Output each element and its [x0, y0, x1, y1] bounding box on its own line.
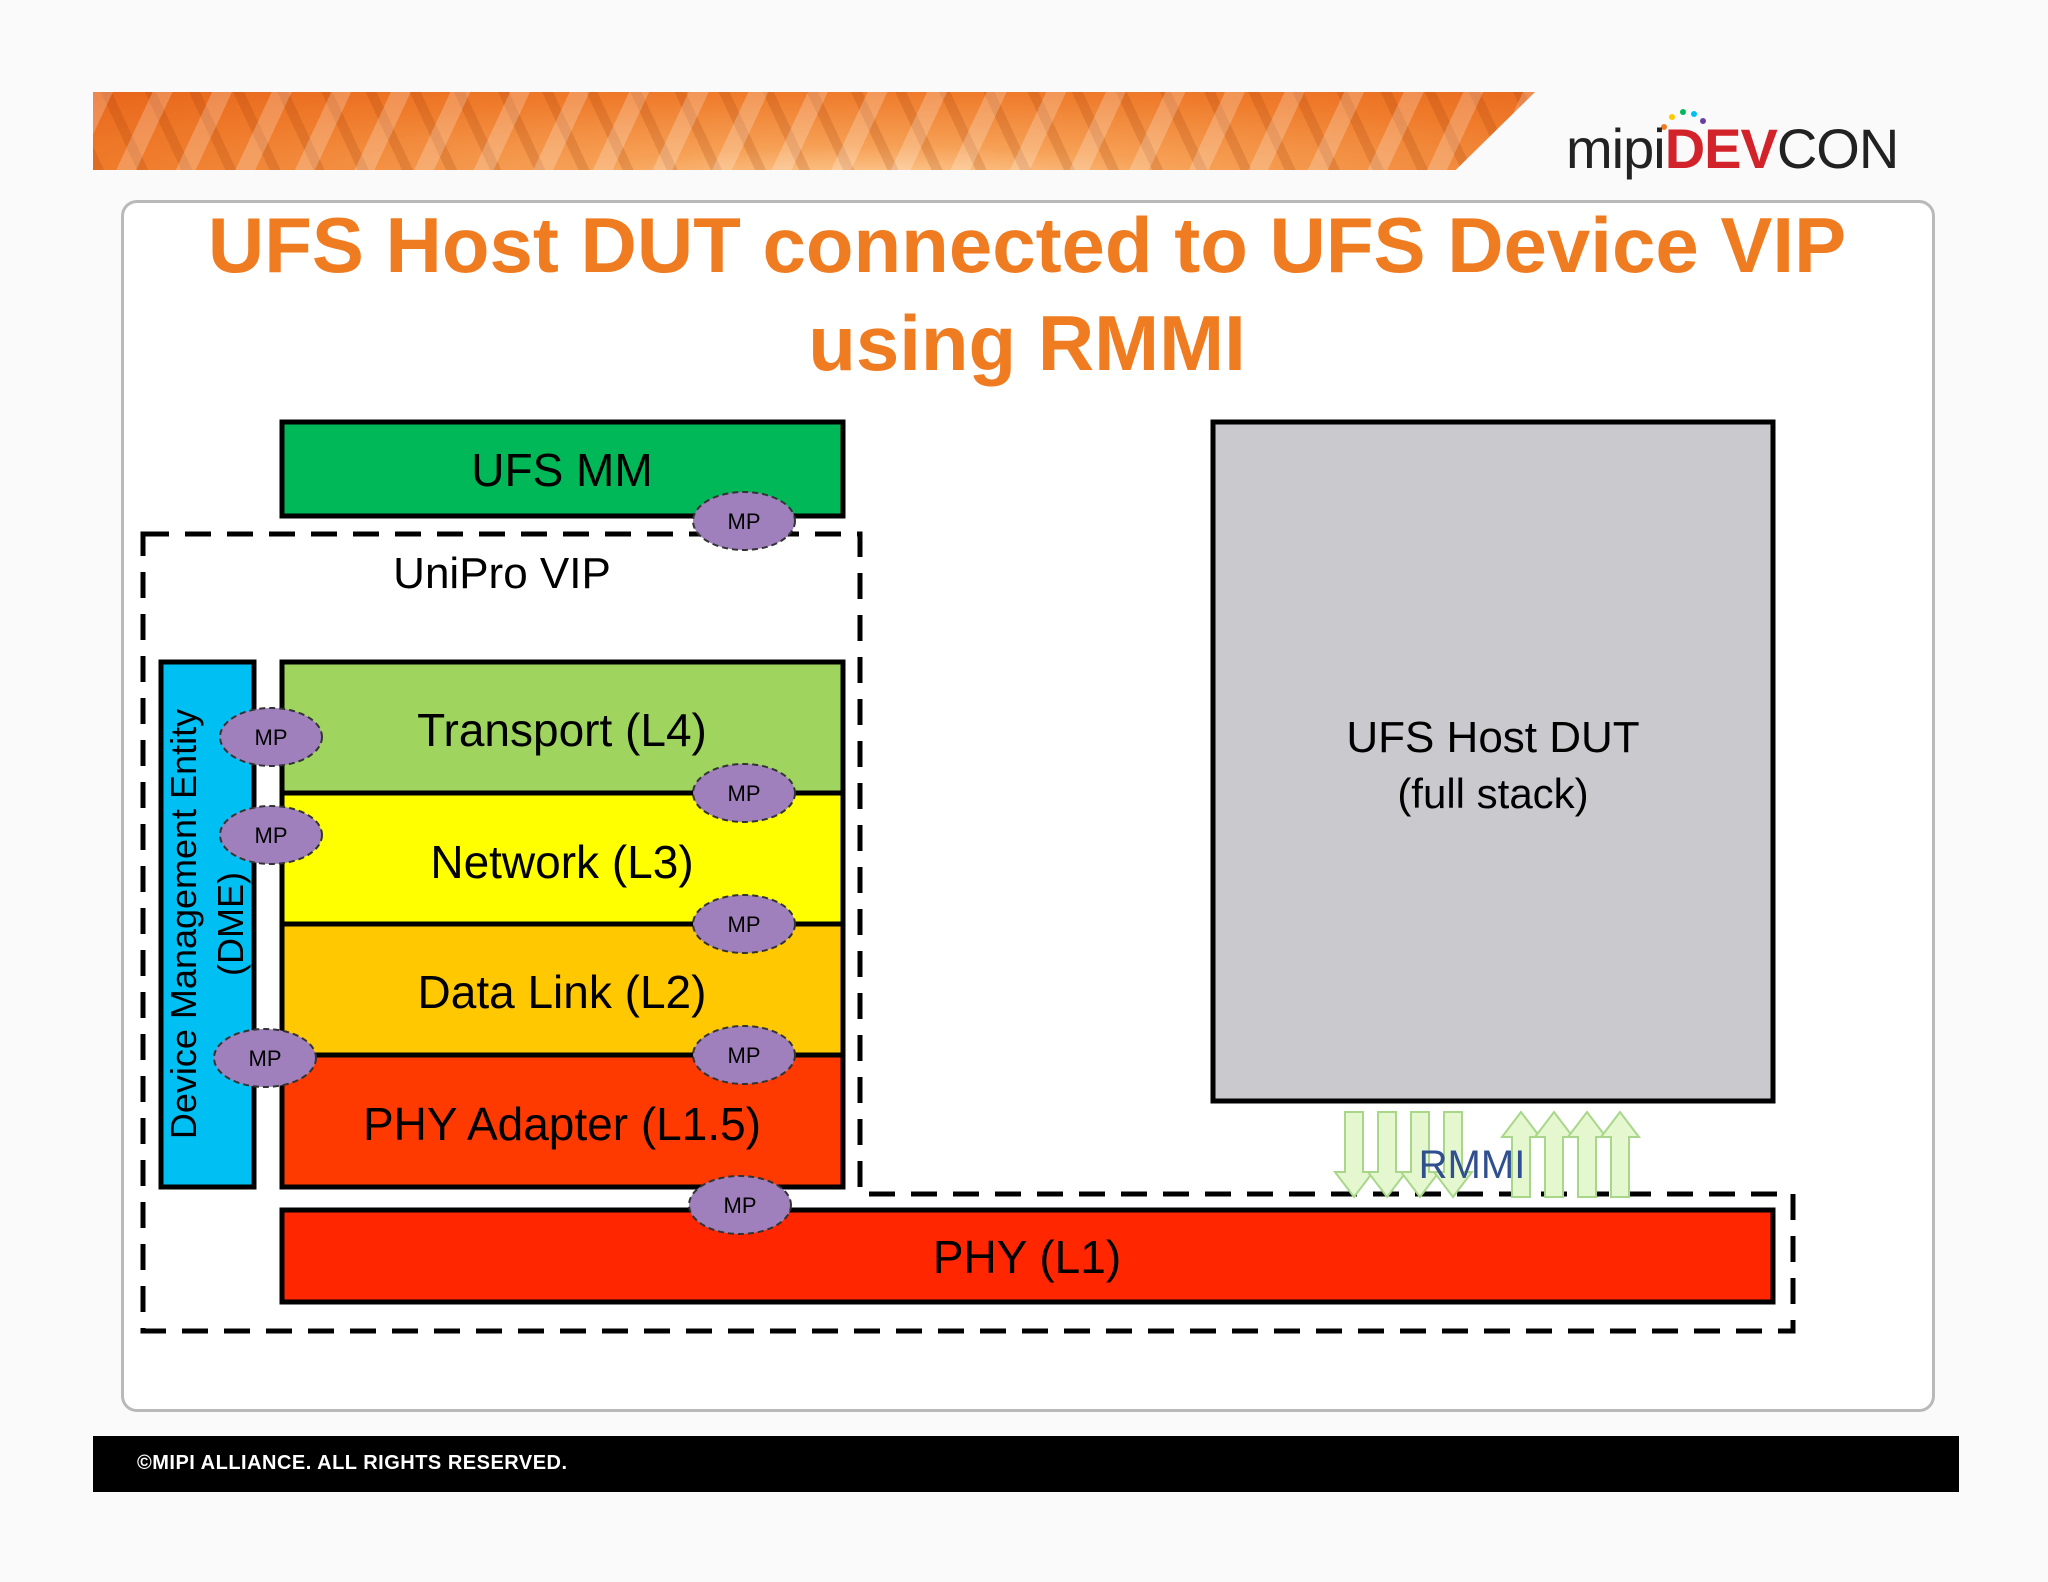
mp-dme-network: [219, 805, 323, 865]
slide-title-line2: using RMMI: [808, 299, 1246, 387]
arrow-down-icon: [1431, 1111, 1475, 1199]
mp-ufs-mm-label: MP: [728, 509, 761, 534]
logo-mipi: mipi: [1566, 117, 1666, 180]
ufs-host-dut-label: UFS Host DUT: [1346, 713, 1639, 762]
arrow-down-icon: [1398, 1111, 1442, 1199]
copyright-text: ©MIPI ALLIANCE. ALL RIGHTS RESERVED.: [137, 1452, 568, 1474]
mp-transport-network-label: MP: [728, 781, 761, 806]
mp-dme-transport-label: MP: [255, 725, 288, 750]
arrow-down-icon: [1365, 1111, 1409, 1199]
phy-layer-label: PHY (L1): [933, 1231, 1121, 1283]
phy-layer-box: [279, 1207, 1776, 1305]
rmmi-label: RMMI: [1419, 1143, 1526, 1187]
data-link-layer-label: Data Link (L2): [418, 966, 707, 1018]
arrow-up-icon: [1598, 1110, 1642, 1198]
logo-dots-icon: [1661, 109, 1706, 130]
dme-label-abbrev: (DME): [210, 872, 251, 976]
ufs-host-dut-sublabel: (full stack): [1397, 770, 1588, 817]
arrow-down-icon: [1332, 1111, 1376, 1199]
arrow-up-icon: [1532, 1110, 1576, 1198]
unipro-vip-boundary: [140, 531, 1796, 1334]
unipro-vip-label: UniPro VIP: [393, 549, 611, 598]
slide-title-line1: UFS Host DUT connected to UFS Device VIP: [207, 201, 1847, 289]
mp-access-points: MP MP MP MP MP MP MP MP: [213, 491, 796, 1235]
mp-phy-adapter-phy: [688, 1175, 792, 1235]
mp-transport-network: [692, 763, 796, 823]
mp-dme-phy-adapter-label: MP: [249, 1046, 282, 1071]
logo-wordmark: mipiDEVCON: [1566, 121, 1899, 177]
phy-adapter-layer-label: PHY Adapter (L1.5): [363, 1098, 761, 1150]
ufs-host-dut-box: [1210, 419, 1776, 1104]
arrow-up-icon: [1499, 1110, 1543, 1198]
network-layer-label: Network (L3): [430, 836, 693, 888]
logo-dev: DEV: [1664, 117, 1778, 180]
mp-datalink-phy-adapter: [692, 1025, 796, 1085]
mp-datalink-phy-adapter-label: MP: [728, 1043, 761, 1068]
transport-layer-label: Transport (L4): [417, 704, 707, 756]
logo-con: CON: [1776, 117, 1899, 180]
footer-bar: ©MIPI ALLIANCE. ALL RIGHTS RESERVED.: [93, 1436, 1959, 1492]
mp-dme-transport: [219, 707, 323, 767]
mp-network-datalink: [692, 894, 796, 954]
slide-title: UFS Host DUT connected to UFS Device VIP…: [121, 196, 1933, 392]
arrow-up-icon: [1565, 1110, 1609, 1198]
dme-label: Device Management Entity: [163, 709, 204, 1139]
mp-dme-phy-adapter: [213, 1028, 317, 1088]
ufs-mm-label: UFS MM: [471, 444, 652, 496]
mp-network-datalink-label: MP: [728, 912, 761, 937]
mipi-devcon-logo: mipiDEVCON: [1566, 105, 1906, 185]
mp-ufs-mm: [692, 491, 796, 551]
header-banner: [93, 92, 1535, 170]
rmmi-up-arrows: [1499, 1110, 1642, 1198]
rmmi-down-arrows: [1332, 1111, 1475, 1199]
mp-phy-adapter-phy-label: MP: [724, 1193, 757, 1218]
mp-dme-network-label: MP: [255, 823, 288, 848]
